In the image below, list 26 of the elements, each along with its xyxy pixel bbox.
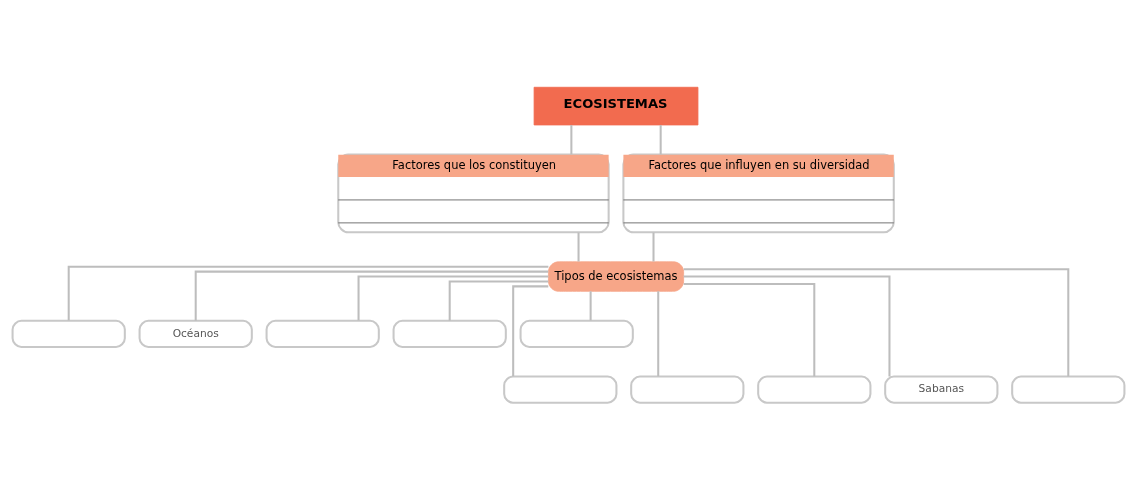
connector	[512, 284, 549, 376]
connector	[448, 279, 549, 321]
connector	[683, 267, 1070, 376]
connector	[652, 232, 655, 261]
connector	[589, 290, 592, 321]
node-box	[519, 319, 634, 348]
connector	[577, 232, 580, 261]
node-box: Sabanas	[884, 374, 999, 404]
connector	[683, 282, 816, 376]
node-box	[11, 319, 126, 348]
connector	[659, 124, 662, 154]
node-box: Océanos	[138, 319, 253, 348]
node-box	[392, 319, 507, 348]
node-box: ECOSISTEMAS	[533, 86, 699, 125]
node-box: Tipos de ecosistemas	[548, 260, 685, 292]
connector	[67, 265, 549, 321]
connector	[194, 270, 549, 321]
node-box	[265, 319, 380, 348]
node-box	[630, 374, 745, 404]
connector	[570, 124, 573, 154]
connector	[357, 275, 549, 321]
node-box	[503, 374, 618, 404]
node-box	[757, 374, 872, 404]
connector	[683, 275, 891, 376]
connector	[657, 290, 660, 376]
node-box	[1011, 374, 1126, 404]
